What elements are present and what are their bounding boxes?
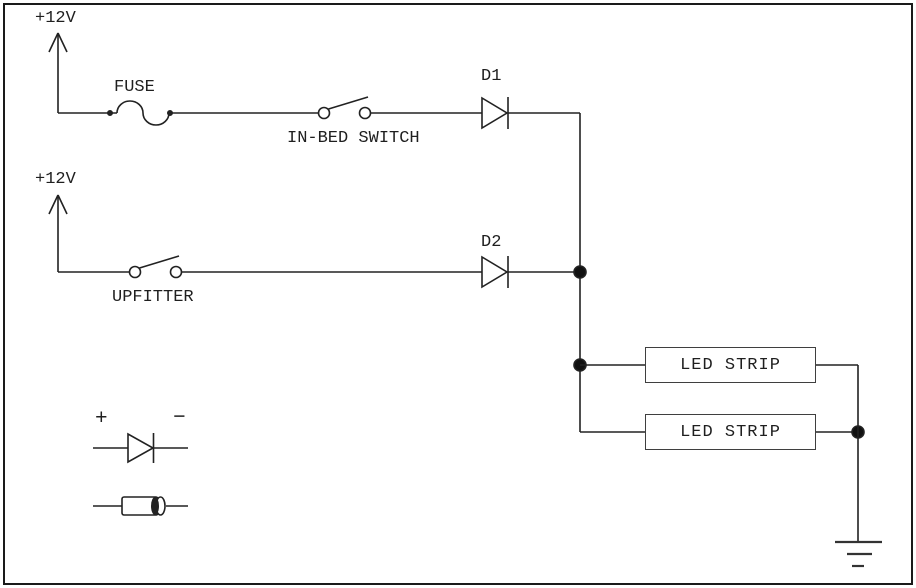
fuse-icon: [116, 100, 170, 126]
upfitter-switch-icon: [128, 255, 183, 279]
diode-d2-icon: [481, 255, 509, 289]
circuit-branch-2: [48, 194, 587, 289]
label-upfitter-switch: UPFITTER: [112, 288, 194, 307]
power-arrow-icon: [48, 194, 68, 272]
power-arrow-icon: [48, 32, 68, 113]
led-strip-label: LED STRIP: [680, 355, 781, 375]
ground-icon: [835, 540, 882, 568]
junction-dot: [573, 265, 587, 279]
label-diode-d1: D1: [481, 67, 502, 86]
diode-symbol-icon: [93, 432, 188, 464]
diode-package-icon: [93, 496, 188, 516]
inbed-switch-icon: [317, 96, 372, 120]
label-inbed-switch: IN-BED SWITCH: [287, 129, 420, 148]
label-diode-d2: D2: [481, 233, 502, 252]
legend-minus-sign: −: [173, 407, 186, 430]
legend-symbols: [93, 432, 188, 516]
legend-plus-sign: +: [95, 408, 108, 431]
led-load-section: [573, 358, 882, 568]
diode-d1-icon: [481, 96, 509, 130]
led-strip-label: LED STRIP: [680, 422, 781, 442]
label-supply-12v-bottom: +12V: [35, 170, 76, 189]
circuit-branch-1: [48, 32, 581, 432]
led-strip-box-1: LED STRIP: [645, 347, 816, 383]
led-strip-box-2: LED STRIP: [645, 414, 816, 450]
label-supply-12v-top: +12V: [35, 9, 76, 28]
label-fuse: FUSE: [114, 78, 155, 97]
fuse-terminal-dot: [107, 110, 114, 117]
